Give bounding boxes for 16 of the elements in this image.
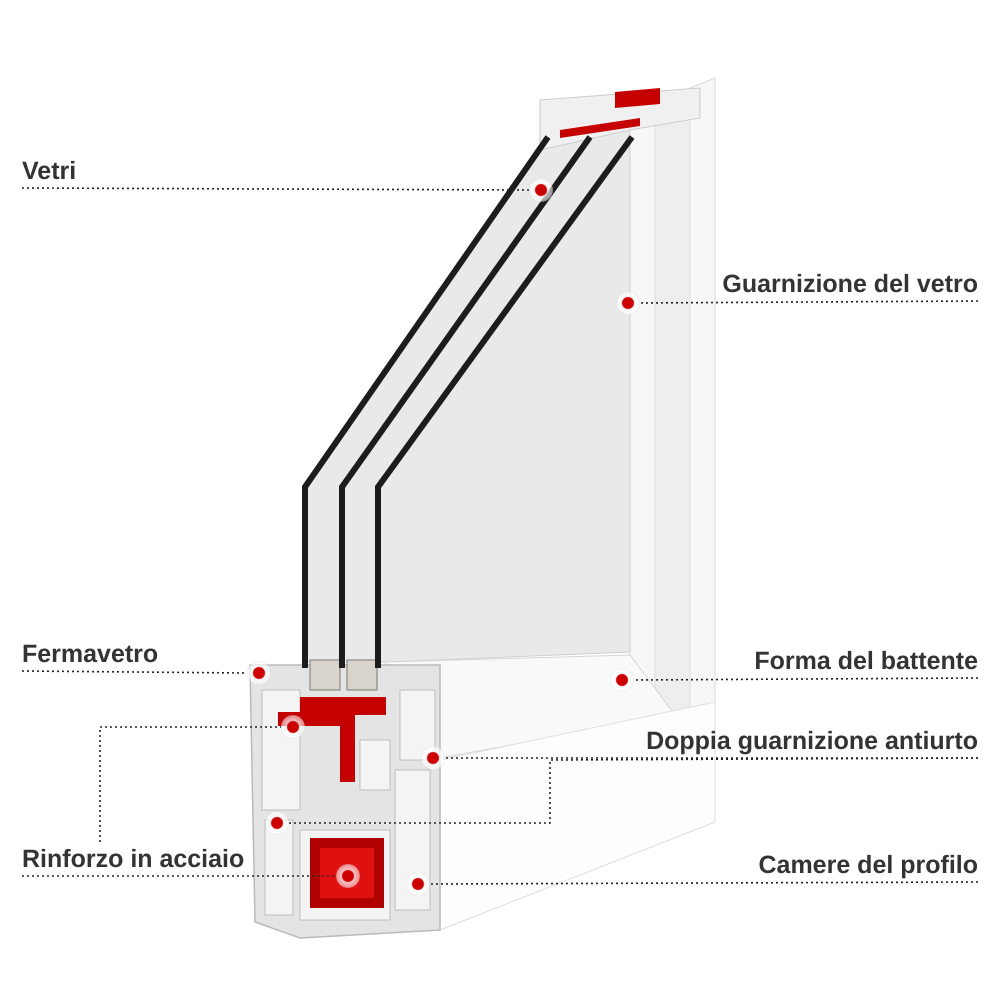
leader-line [22,187,529,191]
callout-dot [247,661,271,685]
callout-label: Doppia guarnizione antiurto [646,724,978,758]
callout-label: Forma del battente [754,644,978,678]
leader-line [22,875,336,877]
leader-line [22,670,247,674]
leader-line [99,726,281,842]
callout-label: Rinforzo in acciaio [22,842,244,876]
leader-line [634,677,978,681]
callout-label: Fermavetro [22,637,158,671]
callout-label: Camere del profilo [758,848,978,882]
callout-label: Guarnizione del vetro [722,267,978,301]
leader-line [640,300,978,304]
leader-line [430,881,978,885]
leader-line [289,757,978,824]
callout-label: Vetri [22,154,76,188]
